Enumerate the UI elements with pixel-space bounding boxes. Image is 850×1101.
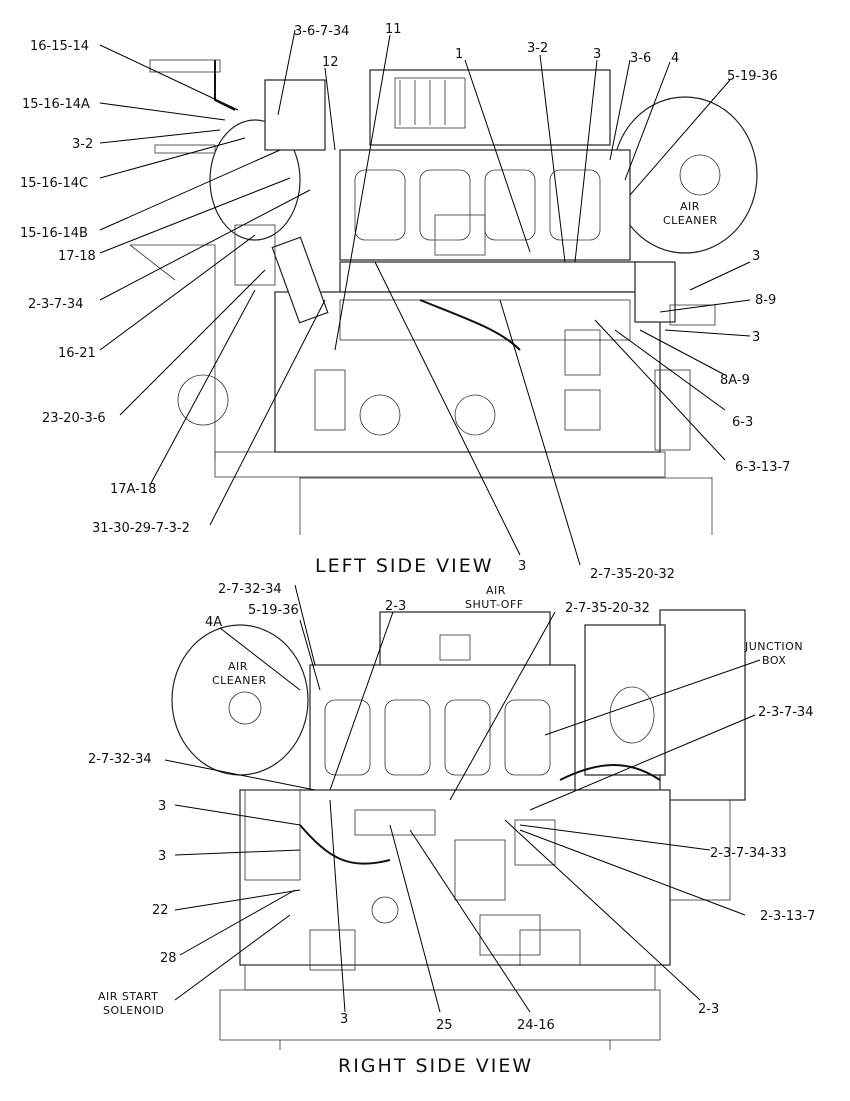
callout-label: 28 (160, 951, 177, 966)
callout-label: 2-7-35-20-32 (565, 601, 650, 616)
air-start-solenoid-label: SOLENOID (103, 1004, 164, 1017)
callout-label: 3-6-7-34 (294, 24, 349, 39)
callout-label: 23-20-3-6 (42, 411, 106, 426)
right-side-engine-drawing (171, 609, 746, 1050)
callout-label: 3 (340, 1012, 348, 1027)
callout-label: 3 (752, 330, 760, 345)
left-air-cleaner (612, 96, 758, 254)
air-cleaner-label: CLEANER (212, 674, 267, 687)
air-shutoff-label: AIR (486, 584, 506, 597)
callout-label: 16-15-14 (30, 39, 89, 54)
right-view-labels: 2-7-32-34 5-19-36 2-3 4A 2-7-35-20-32 2-… (88, 582, 815, 1077)
callout-label: 2-3-7-34-33 (710, 846, 787, 861)
air-shutoff-label: SHUT-OFF (465, 598, 524, 611)
callout-label: 5-19-36 (727, 69, 778, 84)
left-view-title: LEFT SIDE VIEW (315, 555, 494, 577)
callout-label: 3-2 (72, 137, 93, 152)
callout-label: 2-3-13-7 (760, 909, 815, 924)
callout-label: 31-30-29-7-3-2 (92, 521, 190, 536)
callout-label: 6-3 (732, 415, 753, 430)
callout-label: 2-7-32-34 (88, 752, 152, 767)
callout-label: 2-7-32-34 (218, 582, 282, 597)
callout-label: 3-6 (630, 51, 651, 66)
callout-label: 12 (322, 55, 339, 70)
left-view-labels: 16-15-14 15-16-14A 3-2 15-16-14C 15-16-1… (20, 22, 790, 582)
callout-label: 1 (455, 47, 463, 62)
callout-label: 8A-9 (720, 373, 750, 388)
left-side-engine-drawing (129, 59, 758, 535)
callout-label: 11 (385, 22, 402, 37)
callout-label: 3 (158, 799, 166, 814)
callout-label: 2-3 (698, 1002, 719, 1017)
callout-label: 5-19-36 (248, 603, 299, 618)
callout-label: 3 (518, 559, 526, 574)
callout-label: 15-16-14A (22, 97, 90, 112)
callout-label: 17-18 (58, 249, 96, 264)
callout-label: 2-3-7-34 (28, 297, 83, 312)
callout-label: 3 (752, 249, 760, 264)
air-cleaner-label: AIR (680, 200, 700, 213)
callout-label: 2-3 (385, 599, 406, 614)
callout-label: 8-9 (755, 293, 776, 308)
callout-label: 15-16-14C (20, 176, 88, 191)
callout-label: 4 (671, 51, 679, 66)
callout-label: 17A-18 (110, 482, 156, 497)
callout-label: 2-7-35-20-32 (590, 567, 675, 582)
callout-label: 24-16 (517, 1018, 555, 1033)
callout-label: 16-21 (58, 346, 96, 361)
callout-label: 25 (436, 1018, 453, 1033)
callout-label: 22 (152, 903, 169, 918)
callout-label: 6-3-13-7 (735, 460, 790, 475)
leader-lines (99, 29, 761, 1013)
junction-box-label: BOX (762, 654, 786, 667)
callout-label: 3 (593, 47, 601, 62)
junction-box-label: JUNCTION (744, 640, 803, 653)
air-cleaner-label: CLEANER (663, 214, 718, 227)
callout-label: 15-16-14B (20, 226, 88, 241)
air-cleaner-label: AIR (228, 660, 248, 673)
callout-label: 3 (158, 849, 166, 864)
air-start-solenoid-label: AIR START (98, 990, 158, 1003)
callout-label: 3-2 (527, 41, 548, 56)
right-view-title: RIGHT SIDE VIEW (338, 1055, 533, 1077)
callout-label: 2-3-7-34 (758, 705, 813, 720)
callout-label: 4A (205, 615, 222, 630)
right-air-cleaner (171, 624, 309, 776)
